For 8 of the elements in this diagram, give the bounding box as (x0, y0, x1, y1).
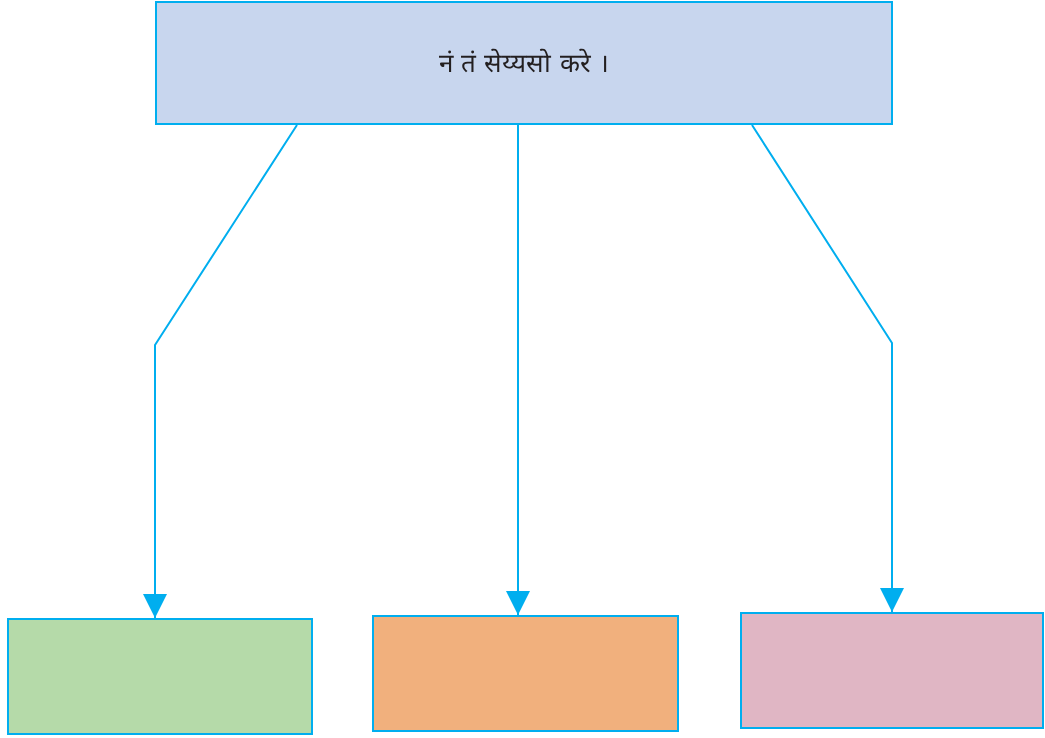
arrow (751, 124, 904, 613)
arrow (506, 124, 530, 616)
empty-box (7, 618, 313, 735)
empty-box (372, 615, 679, 732)
heading-text: नं तं सेय्यसो करे । (437, 46, 611, 80)
title-box (155, 1, 893, 125)
arrow (143, 124, 298, 619)
empty-box (740, 612, 1044, 729)
